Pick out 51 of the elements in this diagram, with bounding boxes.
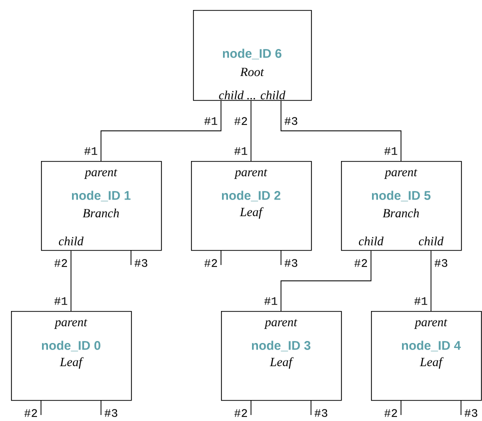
- port-name: parent: [384, 169, 418, 179]
- port-name: parent: [84, 169, 118, 179]
- port-name: parent: [234, 169, 268, 179]
- node-type: Leaf: [270, 357, 294, 369]
- connector-line: [100, 100, 222, 162]
- node-id: node_ID 3: [252, 340, 310, 352]
- node-type: Leaf: [420, 357, 444, 369]
- node-id: node_ID 2: [222, 190, 280, 202]
- port-number: #2: [24, 409, 37, 417]
- port-number: #3: [284, 117, 298, 125]
- node-id: node_ID 0: [42, 340, 100, 352]
- node-id: node_ID 1: [72, 190, 130, 202]
- port-number: #2: [54, 259, 67, 267]
- port-name: parent: [264, 319, 298, 329]
- node-id: node_ID 6: [222, 48, 282, 60]
- port-number: #1: [234, 147, 248, 155]
- connector-line: [430, 250, 432, 312]
- port-name: parent: [54, 319, 88, 329]
- port-number: #3: [464, 409, 478, 417]
- port-number: #1: [84, 147, 98, 155]
- port-number: #1: [384, 147, 398, 155]
- node-type: Leaf: [60, 357, 84, 369]
- port-number: #1: [204, 117, 218, 125]
- node-type: Root: [240, 68, 264, 76]
- port-number: #1: [54, 297, 68, 305]
- port-number: #2: [234, 117, 247, 125]
- port-number: #3: [434, 259, 448, 267]
- port-name: child: [358, 236, 384, 246]
- connector-line: [70, 250, 72, 312]
- port-name: child: [58, 236, 84, 246]
- port-name: parent: [414, 319, 448, 329]
- port-number: #2: [354, 259, 367, 267]
- node-id: node_ID 4: [402, 340, 461, 352]
- node-type: Branch: [82, 208, 119, 218]
- port-number: #3: [314, 409, 328, 417]
- port-name: child ... child: [219, 90, 286, 100]
- port-number: #1: [414, 297, 428, 305]
- node-type: Leaf: [240, 207, 264, 219]
- port-number: #1: [264, 297, 278, 305]
- connector-line: [280, 250, 372, 312]
- port-number: #2: [384, 409, 397, 417]
- node-type: Branch: [382, 208, 419, 218]
- port-number: #3: [104, 409, 118, 417]
- port-number: #3: [284, 259, 298, 267]
- port-name: child: [418, 236, 444, 246]
- port-number: #3: [134, 259, 148, 267]
- node-id: node_ID 5: [372, 190, 431, 202]
- port-number: #2: [204, 259, 217, 267]
- connector-line: [250, 100, 252, 162]
- connector-line: [280, 100, 402, 162]
- port-number: #2: [234, 409, 247, 417]
